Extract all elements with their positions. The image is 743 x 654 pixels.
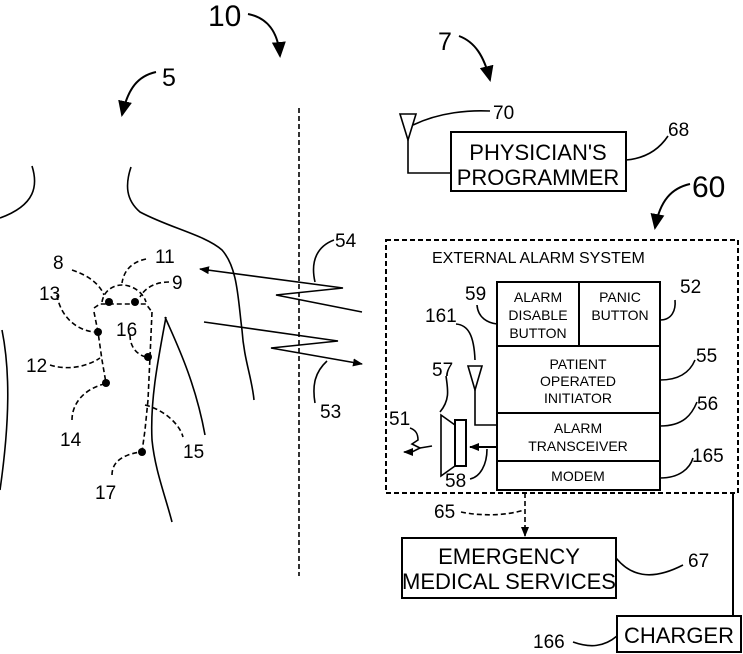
downlink-signal [204,322,362,364]
patient-body-outline [0,166,254,522]
ref-11: 11 [155,247,175,268]
ref-70: 70 [493,103,514,124]
ref-8: 8 [53,253,64,274]
ref-57: 57 [432,360,453,381]
patient-ref-label: 5 [162,64,176,92]
emergency-medical-services: EMERGENCY MEDICAL SERVICES [402,538,616,598]
charger-label: CHARGER [624,623,734,648]
external-ref-arrow [459,36,490,80]
implant-device [94,285,152,456]
modem-label: MODEM [551,468,605,484]
charger: CHARGER [617,616,741,652]
alarm-disable-line1: ALARM [514,289,562,305]
alarm-system-ref-arrow [655,184,690,228]
ref-58: 58 [445,471,466,492]
ref-17: 17 [95,483,116,504]
ref-52: 52 [680,277,701,298]
transceiver-line2: TRANSCEIVER [528,438,628,454]
ref-65: 65 [434,502,455,523]
panic-button[interactable]: PANIC BUTTON [591,289,648,323]
ref-15: 15 [183,442,204,463]
ref-56: 56 [697,394,718,415]
electrode-14 [102,379,110,387]
ref-54: 54 [335,231,357,252]
physicians-programmer: PHYSICIAN'S PROGRAMMER [400,111,668,191]
initiator-line1: PATIENT [549,356,606,372]
uplink-signal [200,269,362,312]
ref-51: 51 [389,409,410,430]
alarm-system-ref-label: 60 [692,171,725,204]
ref-59: 59 [465,284,486,305]
ems-line1: EMERGENCY [438,544,580,569]
ref-161: 161 [425,306,457,327]
electrode-9 [131,298,139,306]
electrode-8 [105,298,113,306]
panic-line2: BUTTON [591,307,648,323]
modem: MODEM [551,468,605,484]
ref-9: 9 [172,273,183,294]
transceiver-line1: ALARM [554,420,602,436]
ref-12: 12 [26,356,47,377]
sound-wave-icon [404,428,420,452]
telemetry-signals [200,240,362,403]
speaker-icon [441,415,466,476]
programmer-label-2: PROGRAMMER [457,165,620,190]
external-ref-label: 7 [438,28,452,56]
ref-16: 16 [116,320,137,341]
ref-13: 13 [39,284,60,305]
patient-ref-arrow [122,72,156,115]
initiator-line3: INITIATOR [544,390,612,406]
ems-line2: MEDICAL SERVICES [402,569,616,594]
alarm-disable-line3: BUTTON [509,325,566,341]
ref-14: 14 [60,430,82,451]
alarm-transceiver: ALARM TRANSCEIVER [528,420,628,454]
panic-line1: PANIC [599,289,641,305]
ref-68: 68 [668,120,689,141]
electrode-13 [94,328,102,336]
alarm-disable-button[interactable]: ALARM DISABLE BUTTON [508,289,567,341]
ref-165: 165 [692,446,724,467]
system-ref-label: 10 [208,0,241,33]
ref-67: 67 [688,551,709,572]
system-ref-arrow [248,14,280,56]
alarm-antenna-icon [468,366,482,390]
ref-55: 55 [696,346,717,367]
initiator-line2: OPERATED [540,373,616,389]
ref-166: 166 [533,632,565,653]
programmer-label-1: PHYSICIAN'S [469,140,606,165]
electrode-17 [138,448,146,456]
alarm-system-title: EXTERNAL ALARM SYSTEM [432,250,645,267]
patient-operated-initiator: PATIENT OPERATED INITIATOR [540,356,616,406]
alarm-disable-line2: DISABLE [508,307,567,323]
ref-53: 53 [320,402,341,423]
programmer-antenna-icon [400,114,416,140]
